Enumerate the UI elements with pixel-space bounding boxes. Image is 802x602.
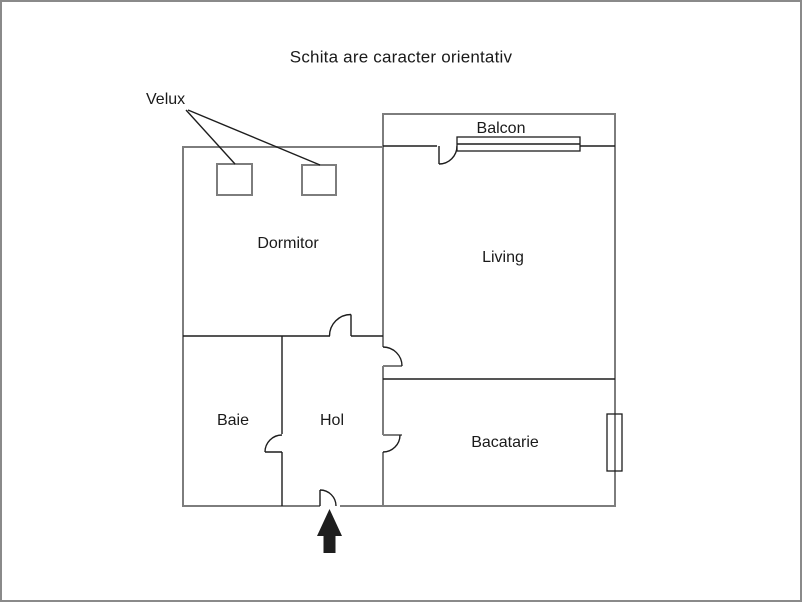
room-label-hol: Hol xyxy=(319,412,345,429)
balcony-door xyxy=(438,145,458,165)
bacatarie-door xyxy=(382,434,401,453)
room-label-living: Living xyxy=(482,249,524,266)
room-label-dormitor: Dormitor xyxy=(257,235,319,252)
room-label-bacatarie: Bacatarie xyxy=(471,434,539,451)
velux-pointer-lines xyxy=(185,109,321,166)
velux-window-2 xyxy=(301,164,337,196)
doors xyxy=(264,145,458,507)
living-door xyxy=(382,346,403,367)
entrance-door xyxy=(319,489,337,507)
velux-label: Velux xyxy=(146,91,186,108)
room-label-baie: Baie xyxy=(216,412,250,429)
partitions xyxy=(183,145,615,506)
walls xyxy=(182,113,616,507)
bacatarie-window xyxy=(606,413,623,472)
entrance-arrow xyxy=(317,509,342,553)
velux-window-1 xyxy=(216,163,253,196)
dormitor-door xyxy=(328,313,352,337)
baie-door xyxy=(264,434,283,453)
page-title: Schita are caracter orientativ xyxy=(289,47,513,67)
velux-pointer-line-1 xyxy=(185,109,236,165)
velux-pointer-line-2 xyxy=(187,109,321,166)
windows xyxy=(456,136,623,472)
room-label-balcon: Balcon xyxy=(476,120,526,137)
